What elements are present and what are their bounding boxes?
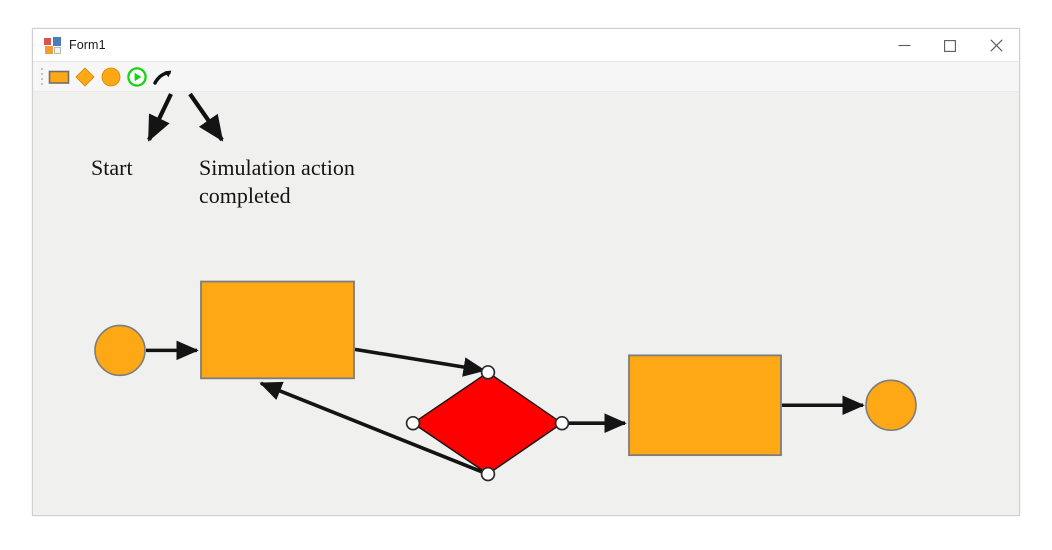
window-title: Form1: [69, 38, 106, 52]
start-annotation-arrow: [147, 93, 173, 142]
grip-dot: [40, 68, 43, 70]
connector-tool[interactable]: [150, 64, 176, 90]
start-node[interactable]: [94, 324, 146, 377]
selection-handles: [405, 365, 570, 482]
app-icon-square-white: [54, 46, 61, 54]
decision-node[interactable]: [411, 371, 564, 475]
diamond-tool[interactable]: [72, 64, 98, 90]
shape-toolbar: [33, 62, 1019, 92]
maximize-icon: [944, 39, 956, 52]
grip-dot: [40, 78, 43, 80]
handle-top[interactable]: [480, 365, 496, 380]
diagram-edges: [146, 340, 865, 475]
edge-process1-to-decision[interactable]: [354, 347, 486, 377]
title-bar: Form1: [33, 29, 1019, 62]
minimize-icon: [898, 44, 910, 47]
play-circle-icon: [127, 66, 147, 87]
minimize-button[interactable]: [881, 29, 927, 62]
app-icon-square-orange: [45, 45, 53, 54]
edge-decision-to-process1[interactable]: [259, 381, 486, 475]
diagram-svg: [94, 92, 917, 482]
grip-dot: [40, 83, 43, 85]
diamond-icon: [75, 66, 95, 87]
app-icon-square-red: [44, 37, 51, 45]
diagram-nodes: [94, 280, 917, 475]
window-controls: [881, 29, 1019, 62]
maximize-button[interactable]: [927, 29, 973, 62]
process-node-1[interactable]: [200, 280, 355, 380]
circle-tool[interactable]: [98, 64, 124, 90]
app-icon-square-blue: [53, 36, 61, 46]
close-button[interactable]: [973, 29, 1019, 62]
end-node[interactable]: [865, 379, 917, 431]
diagram-canvas[interactable]: Start Simulation action completed: [33, 92, 1019, 515]
rectangle-icon: [48, 70, 70, 84]
process-node-2[interactable]: [628, 354, 782, 457]
grip-dot: [40, 73, 43, 75]
simulation-annotation-label: Simulation action completed: [199, 155, 355, 208]
curved-arrow-icon: [153, 70, 172, 85]
handle-left[interactable]: [405, 415, 421, 431]
simulation-annotation-arrow: [188, 92, 224, 142]
circle-icon: [101, 67, 121, 86]
rectangle-tool[interactable]: [46, 64, 72, 90]
winforms-app-icon: [44, 36, 61, 54]
run-tool[interactable]: [124, 64, 150, 90]
start-annotation-label: Start: [91, 155, 133, 180]
toolbar-drag-grip[interactable]: [37, 66, 46, 88]
annotation-arrows: [147, 92, 224, 142]
handle-bottom[interactable]: [480, 466, 496, 482]
close-icon: [989, 39, 1003, 52]
application-window: Form1: [32, 28, 1020, 516]
handle-right[interactable]: [554, 415, 570, 431]
